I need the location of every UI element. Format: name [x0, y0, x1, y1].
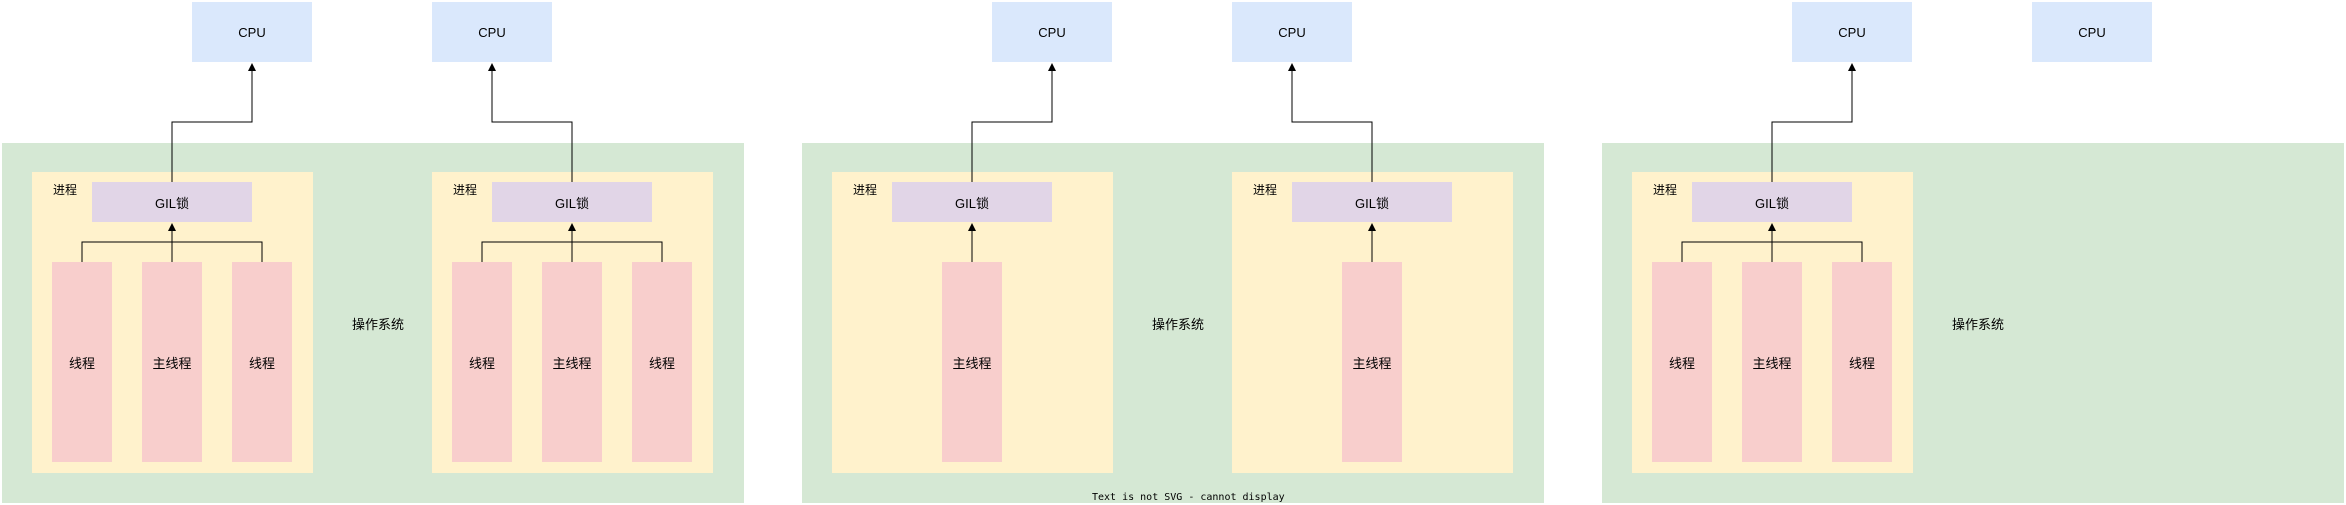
thread-1b-3: 线程 — [632, 262, 692, 462]
main-thread-2b: 主线程 — [1342, 262, 1402, 462]
process-label-1a: 进程 — [53, 183, 78, 197]
thread-3a-1: 线程 — [1652, 262, 1712, 462]
thread-1b-1: 线程 — [452, 262, 512, 462]
gil-lock-1a: GIL锁 — [92, 182, 252, 222]
system-label-2: 操作系统 — [1152, 317, 1205, 332]
system-label-3: 操作系统 — [1952, 317, 2005, 332]
process-label-2b: 进程 — [1253, 183, 1278, 197]
cpu-box-3: CPU — [992, 2, 1112, 62]
cpu-box-1: CPU — [192, 2, 312, 62]
thread-1a-3: 线程 — [232, 262, 292, 462]
thread-3a-3: 线程 — [1832, 262, 1892, 462]
main-thread-1b: 主线程 — [542, 262, 602, 462]
cpu-box-5: CPU — [1792, 2, 1912, 62]
gil-lock-3a: GIL锁 — [1692, 182, 1852, 222]
system-label-1: 操作系统 — [352, 317, 405, 332]
cpu-box-6: CPU — [2032, 2, 2152, 62]
process-label-2a: 进程 — [853, 183, 878, 197]
main-thread-1a: 主线程 — [142, 262, 202, 462]
process-label-3a: 进程 — [1653, 183, 1678, 197]
main-thread-3a: 主线程 — [1742, 262, 1802, 462]
svg-fallback-text: Text is not SVG - cannot display — [1092, 492, 1285, 503]
cpu-box-2: CPU — [432, 2, 552, 62]
gil-lock-2b: GIL锁 — [1292, 182, 1452, 222]
cpu-box-4: CPU — [1232, 2, 1352, 62]
main-thread-2a: 主线程 — [942, 262, 1002, 462]
gil-lock-1b: GIL锁 — [492, 182, 652, 222]
thread-1a-1: 线程 — [52, 262, 112, 462]
gil-lock-2a: GIL锁 — [892, 182, 1052, 222]
process-label-1b: 进程 — [453, 183, 478, 197]
